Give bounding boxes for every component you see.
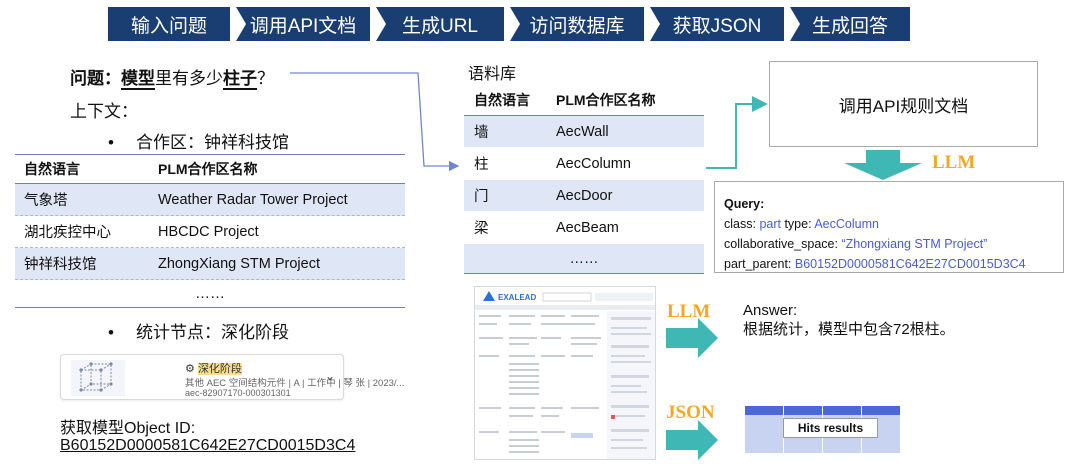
cell-natural: 门: [474, 189, 489, 205]
llm-label-bottom: LLM: [667, 301, 711, 322]
card-subtitle: 其他 AEC 空间结构元件 | A | 工作中 | 琴 张 | 2023/...: [185, 378, 405, 389]
cell-plm: AecBeam: [556, 219, 619, 236]
flow-step-generate-answer: 生成回答: [790, 7, 910, 41]
corpus-table: 自然语言 PLM合作区名称 墙 AecWall 柱 AecColumn 门 Ae…: [464, 84, 704, 274]
flow-step-label: 调用API文档: [249, 15, 357, 37]
flow-step-label: 输入问题: [130, 15, 207, 37]
card-id: aec-82907170-000301301: [185, 388, 291, 398]
collab-bullet-text: 合作区：钟祥科技馆: [136, 133, 289, 152]
cell-plm: AecDoor: [556, 187, 613, 204]
arrow-right-icon-json: [666, 420, 718, 460]
collab-bullet: •合作区：钟祥科技馆: [108, 133, 289, 152]
question-suffix: ？: [257, 69, 274, 88]
flow-step-call-api-doc: 调用API文档: [236, 7, 370, 41]
query-line-space: collaborative_space: “Zhongxiang STM Pro…: [724, 237, 988, 251]
table-row: 钟祥科技馆 ZhongXiang STM Project: [15, 248, 405, 280]
cube-icon: [71, 360, 125, 396]
arrow-down-icon: [844, 150, 922, 180]
api-rule-doc-text: 调用API规则文档: [838, 96, 969, 116]
gear-icon: ⚙: [185, 363, 195, 375]
table-ellipsis: ……: [464, 244, 704, 274]
answer-label: Answer:: [743, 302, 798, 319]
header-natural-language: 自然语言: [24, 161, 80, 177]
collab-table: 自然语言 PLM合作区名称 气象塔 Weather Radar Tower Pr…: [15, 154, 405, 308]
table-header: 自然语言 PLM合作区名称: [464, 84, 704, 116]
answer-block: Answer: 根据统计，模型中包含72根柱。: [743, 301, 955, 339]
table-ellipsis: ……: [15, 280, 405, 308]
flow-step-generate-url: 生成URL: [376, 7, 504, 41]
table-row: 柱 AecColumn: [464, 148, 704, 180]
connector-question-to-corpus: [290, 72, 460, 172]
table-row: 气象塔 Weather Radar Tower Project: [15, 184, 405, 216]
cell-natural: 湖北疾控中心: [24, 225, 111, 241]
cell-plm: AecWall: [556, 123, 609, 140]
cell-plm: HBCDC Project: [158, 223, 259, 240]
flow-step-access-database: 访问数据库: [510, 7, 644, 41]
exalead-logo-text: EXALEAD: [498, 293, 536, 302]
object-id-label: 获取模型Object ID:: [60, 420, 196, 437]
api-rule-doc-box: 调用API规则文档: [769, 61, 1038, 147]
flow-step-get-json: 获取JSON: [650, 7, 784, 41]
database-screenshot: EXALEAD: [474, 286, 656, 460]
table-row: 门 AecDoor: [464, 180, 704, 212]
json-label: JSON: [666, 402, 715, 423]
cell-natural: 梁: [474, 221, 489, 237]
query-line-parent: part_parent: B60152D0000581C642E27CD0015…: [724, 257, 1026, 271]
context-label: 上下文：: [70, 102, 138, 121]
query-line-class: class: part type: AecColumn: [724, 217, 879, 231]
question-line: 问题：模型里有多少柱子？: [70, 64, 274, 90]
card-title: ⚙ 深化阶段: [185, 360, 242, 376]
question-middle: 里有多少: [155, 69, 223, 88]
question-keyword-column: 柱子: [223, 69, 257, 90]
table-row: 墙 AecWall: [464, 116, 704, 148]
corpus-title: 语料库: [468, 66, 517, 83]
cell-natural: 墙: [474, 125, 489, 141]
flow-step-label: 生成URL: [401, 15, 478, 37]
question-keyword-model: 模型: [121, 69, 155, 90]
question-prefix: 问题：: [70, 69, 121, 88]
header-plm-name: PLM合作区名称: [158, 161, 258, 177]
flow-step-label: 获取JSON: [672, 15, 762, 37]
flow-step-input-question: 输入问题: [108, 7, 230, 41]
stat-node-card[interactable]: ⚙ 深化阶段 其他 AEC 空间结构元件 | A | 工作中 | 琴 张 | 2…: [60, 354, 404, 400]
process-flow: 输入问题 调用API文档 生成URL 访问数据库 获取JSON 生成回答: [108, 7, 910, 41]
header-natural-language: 自然语言: [474, 91, 530, 108]
flow-step-label: 生成回答: [811, 15, 888, 37]
cell-plm: Weather Radar Tower Project: [158, 191, 348, 208]
query-heading: Query:: [724, 197, 765, 211]
table-row: 梁 AecBeam: [464, 212, 704, 244]
stat-node-bullet: •统计节点：深化阶段: [108, 323, 289, 342]
arrow-right-icon-llm: [666, 318, 718, 358]
cell-natural: 气象塔: [24, 193, 68, 209]
stat-node-bullet-text: 统计节点：深化阶段: [136, 323, 289, 342]
cell-natural: 柱: [474, 157, 489, 173]
query-box: Query: class: part type: AecColumn colla…: [714, 181, 1064, 273]
hits-results-label: Hits results: [783, 418, 878, 438]
object-id-value: B60152D0000581C642E27CD0015D3C4: [60, 437, 356, 454]
table-row: 湖北疾控中心 HBCDC Project: [15, 216, 405, 248]
cell-natural: 钟祥科技馆: [24, 257, 97, 273]
cell-plm: ZhongXiang STM Project: [158, 255, 320, 272]
flow-step-label: 访问数据库: [529, 15, 625, 37]
cell-plm: AecColumn: [556, 155, 631, 172]
answer-text: 根据统计，模型中包含72根柱。: [743, 321, 955, 338]
chevron-down-icon[interactable]: ⌄: [324, 369, 335, 383]
hits-results-graphic: Hits results: [745, 406, 900, 453]
card-title-text: 深化阶段: [197, 363, 242, 375]
table-header: 自然语言 PLM合作区名称: [15, 154, 405, 184]
connector-corpus-to-rule-doc: [706, 96, 768, 169]
llm-label-top: LLM: [932, 152, 976, 173]
header-plm-name: PLM合作区名称: [556, 91, 656, 108]
